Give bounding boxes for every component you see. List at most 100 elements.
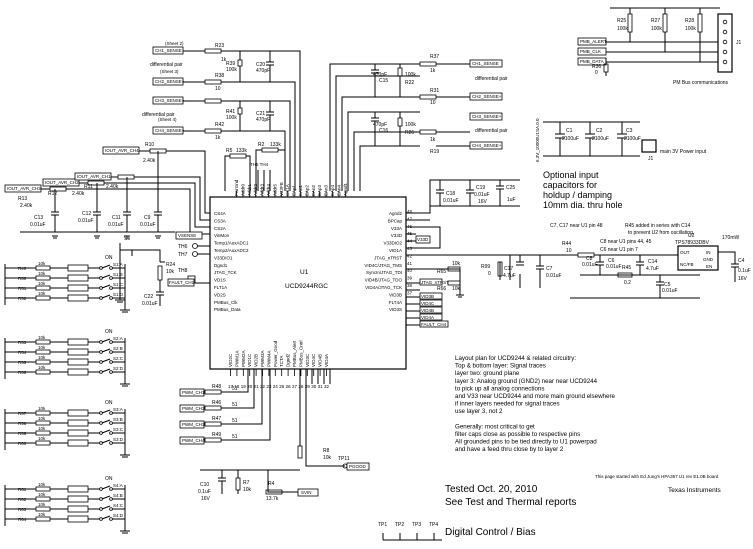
- sense-shunts-left: [239, 51, 274, 131]
- switch-contact: [109, 276, 113, 280]
- connector-pin: [722, 49, 728, 55]
- part-ref: R44: [562, 241, 571, 247]
- net-flag: [179, 404, 205, 413]
- diff-pair-label: differential pair: [142, 112, 175, 118]
- switch-contact: [109, 517, 113, 521]
- net-flag: [175, 231, 203, 240]
- part-value: 0.01uF: [582, 262, 598, 268]
- note-r45: R45 added in series with C14: [625, 223, 691, 229]
- pin-label: BPCap: [388, 218, 403, 223]
- layout-note-line: All grounded pins to be tied directly to…: [455, 439, 597, 446]
- net-flag: [67, 368, 89, 376]
- resistor: [35, 369, 51, 375]
- pin-label: Addr0: [240, 183, 245, 196]
- tp4-label: TP4: [429, 522, 438, 528]
- pin-number: 38: [407, 283, 413, 288]
- pin-label: CS2A: [214, 226, 226, 231]
- part-value: 0.01uF: [474, 192, 490, 198]
- switch-contact: [109, 487, 113, 491]
- thermistor: [192, 243, 198, 249]
- part-ref: R42: [215, 122, 224, 128]
- note-c8: C8 near U1 pins 44, 45: [600, 239, 652, 245]
- pin-label: EAp3: [317, 184, 322, 196]
- switch-contact: [99, 370, 103, 374]
- part-ref: R12: [48, 191, 57, 197]
- switch-ref: S2:A: [113, 336, 123, 341]
- resistor: [87, 180, 105, 186]
- part-ref: R65: [437, 269, 446, 275]
- resistor: [237, 59, 243, 67]
- part-ref: R2: [258, 142, 265, 148]
- net-ch1-right: CH1_SENSE: [472, 61, 499, 66]
- switch-contact: [109, 266, 113, 270]
- part-value: 0.2: [624, 280, 631, 286]
- ic-u1-name: U1: [300, 269, 309, 276]
- pin-label: Addr5: [272, 183, 277, 196]
- switch-lever: [101, 439, 111, 444]
- part-ref: R46: [212, 400, 221, 406]
- net-ch1-left: CH1_SENSE: [155, 48, 182, 53]
- part-ref: R11: [84, 184, 93, 190]
- resistor: [35, 430, 51, 436]
- part-ref: C7: [546, 266, 553, 272]
- net-ch2-left: CH2_SENSE+: [155, 79, 185, 84]
- pin-label: V33FB: [279, 182, 284, 196]
- part-value: 470pF: [256, 117, 270, 123]
- pin-label: V33DIO2: [383, 241, 402, 246]
- switch-ref: S1:B: [113, 272, 123, 277]
- pin-number: 25: [279, 384, 285, 389]
- net-fault-ch4: FAULT_CH4: [421, 322, 447, 327]
- resistor: [419, 129, 437, 135]
- temp-wires: [119, 243, 210, 300]
- part-ref: C9: [144, 215, 151, 221]
- switch-contact: [109, 497, 113, 501]
- net-fault-ch1: FAULT_CH1: [169, 280, 195, 285]
- part-value: 10: [215, 86, 221, 92]
- part-value: 10k: [38, 281, 46, 286]
- net-flag: [469, 92, 503, 101]
- part-value: 2.40k: [106, 184, 119, 190]
- resistor: [204, 79, 222, 85]
- part-value: 51: [232, 402, 238, 408]
- net-ch3-right: CH3_SENSE+: [472, 114, 502, 119]
- net-flag: [67, 274, 89, 282]
- part-ref: R8: [323, 448, 330, 454]
- part-value: 0.01uF: [443, 198, 459, 204]
- switch-on-label: ON: [105, 400, 113, 406]
- resistor: [35, 359, 51, 365]
- pin-label: Temp2/AuxADC2: [214, 248, 249, 253]
- switch-lever: [101, 419, 111, 424]
- net-flag: [67, 264, 89, 272]
- ground-symbol: [94, 235, 100, 239]
- switch-contact: [99, 296, 103, 300]
- pin-number: 42: [407, 253, 413, 258]
- ic-u1-part: UCD9244RGC: [285, 283, 328, 290]
- switch-ref: S4:D: [113, 513, 124, 518]
- tp2-label: TP2: [395, 522, 404, 528]
- layout-note-line: filter caps close as possible to respect…: [455, 431, 580, 438]
- resistor: [397, 117, 403, 127]
- pin-label: V33DIO1: [214, 255, 233, 260]
- switch-ref: S4:A: [113, 483, 123, 488]
- company-name: Texas Instruments: [668, 487, 721, 494]
- net-pmb-clk: PMB_CLK: [580, 49, 601, 54]
- part-value: 10k: [452, 286, 461, 292]
- optional-caps-note: Optional input: [543, 170, 599, 180]
- pin-label: NC/FB: [680, 262, 694, 267]
- resistor: [204, 98, 222, 104]
- pin-number: 20: [247, 384, 253, 389]
- part-value: 0.01uF: [546, 273, 562, 279]
- switch-contact: [99, 431, 103, 435]
- net-flag: [67, 358, 89, 366]
- pin-label: VinMon: [214, 233, 230, 238]
- switch-contact: [99, 360, 103, 364]
- net-flag: [67, 294, 89, 302]
- part-ref: C4: [738, 258, 745, 264]
- pin-label: V33D: [391, 233, 403, 238]
- part-value: 100k: [226, 67, 237, 73]
- part-ref: TP11: [338, 456, 350, 462]
- part-value: 133k: [236, 148, 247, 154]
- part-ref: R55: [18, 360, 27, 365]
- pmbus-bus-wires: [605, 41, 720, 76]
- net-iout-ch1: IOUT_AVR_CH1: [77, 174, 111, 179]
